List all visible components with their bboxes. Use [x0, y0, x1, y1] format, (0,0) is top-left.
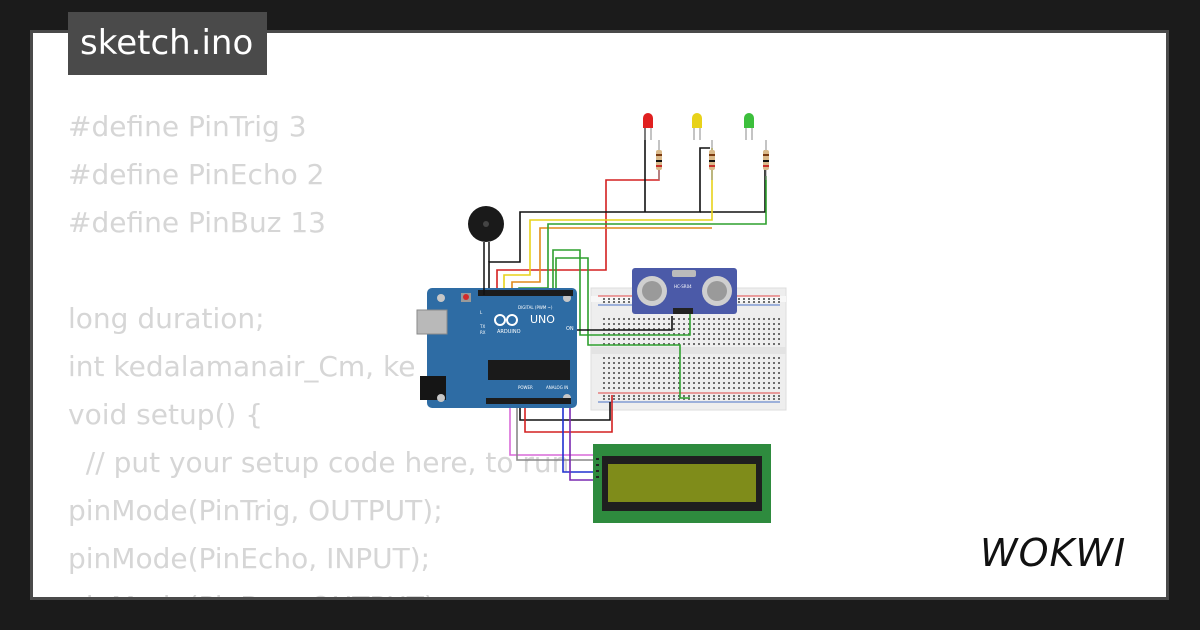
ultrasonic-sensor: HC-SR04 [632, 268, 737, 314]
svg-text:UNO: UNO [530, 313, 555, 326]
svg-text:RX: RX [480, 330, 486, 335]
svg-text:HC-SR04: HC-SR04 [674, 284, 692, 289]
wire-blue-lcd [562, 402, 598, 473]
code-line: int kedalamanair_Cm, ke [68, 350, 416, 383]
led-red [643, 113, 653, 140]
resistor-2 [709, 140, 715, 180]
file-name-tag: sketch.ino [68, 12, 268, 75]
wire-black-bb [519, 402, 611, 421]
svg-text:DIGITAL (PWM ~): DIGITAL (PWM ~) [518, 305, 553, 310]
wire-black-gnd-2 [700, 150, 766, 213]
code-line: #define PinEcho 2 [68, 158, 325, 191]
wire-black-sensor [560, 316, 673, 331]
svg-text:WOKWI: WOKWI [980, 531, 1126, 575]
svg-text:ANALOG IN: ANALOG IN [546, 385, 568, 390]
wire-yellow-led [503, 148, 713, 295]
svg-text:ON: ON [566, 326, 574, 332]
code-line: long duration; [68, 302, 265, 335]
code-line: void setup() { [68, 398, 264, 431]
resistor-3 [763, 140, 769, 180]
svg-text:TX: TX [479, 324, 485, 329]
code-line: pinMode(PinBuz, OUTPUT); [68, 583, 569, 597]
resistor-1 [656, 140, 662, 180]
code-line: pinMode(PinTrig, OUTPUT); [68, 494, 443, 527]
code-preview: #define PinTrig 3 #define PinEcho 2 #defin… [68, 103, 569, 597]
svg-text:L: L [480, 310, 483, 315]
led-green [744, 113, 754, 140]
code-line: #define PinBuz 13 [68, 206, 326, 239]
wire-gray-lcd [516, 402, 599, 468]
svg-text:ARDUINO: ARDUINO [497, 329, 521, 335]
code-line: #define PinTrig 3 [68, 110, 307, 143]
code-line: // put your setup code here, to run [68, 446, 570, 479]
arduino-uno: UNO ARDUINO DIGITAL (PWM ~) POWER ANALOG… [416, 288, 577, 408]
buzzer [468, 206, 504, 295]
wokwi-logo: WOKWI [980, 531, 1126, 575]
svg-text:POWER: POWER [518, 385, 533, 390]
wire-purple-lcd [569, 402, 598, 481]
lcd-display [593, 444, 771, 523]
led-yellow [692, 113, 702, 140]
breadboard [590, 287, 787, 411]
wire-orange [511, 227, 712, 295]
code-line: pinMode(PinEcho, INPUT); [68, 542, 431, 575]
wire-red-bb [524, 395, 613, 433]
